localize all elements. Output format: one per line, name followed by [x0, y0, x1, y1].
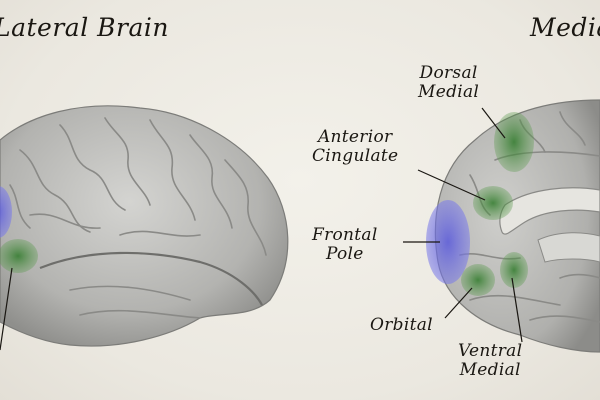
label-frontal-pole-line1: Frontal: [312, 225, 378, 245]
label-anterior-cingulate-line1: Anterior: [317, 127, 393, 147]
label-dorsal-medial: Dorsal Medial: [418, 64, 479, 101]
label-anterior-cingulate: Anterior Cingulate: [312, 128, 398, 165]
lateral-brain-title: Lateral Brain: [0, 13, 169, 42]
anterior-cingulate-highlight: [473, 186, 513, 220]
anterior-cingulate-pointer: [417, 169, 486, 201]
lateral-brain: [0, 105, 289, 351]
lateral-pointer-line: [0, 267, 13, 351]
label-anterior-cingulate-line2: Cingulate: [312, 145, 399, 166]
dorsal-medial-pointer: [481, 107, 506, 139]
ventral-medial-pointer: [511, 277, 523, 343]
ventral-medial-highlight: [500, 252, 528, 288]
label-dorsal-medial-line2: Medial: [418, 81, 480, 102]
dorsal-medial-highlight: [494, 112, 534, 172]
orbital-pointer: [444, 287, 473, 319]
medial-brain: [403, 99, 600, 353]
lateral-orbital-highlight: [0, 239, 38, 273]
lateral-frontal-pole-highlight: [0, 186, 12, 238]
label-ventral-medial: Ventral Medial: [458, 342, 522, 379]
label-frontal-pole: Frontal Pole: [312, 226, 378, 263]
label-frontal-pole-line2: Pole: [325, 243, 364, 264]
label-dorsal-medial-line1: Dorsal: [419, 63, 478, 83]
label-orbital: Orbital: [370, 315, 433, 335]
label-ventral-medial-line2: Medial: [459, 359, 521, 380]
medial-brain-title: Media: [530, 13, 600, 42]
orbital-highlight: [461, 264, 495, 296]
label-ventral-medial-line1: Ventral: [458, 341, 523, 361]
frontal-pole-highlight: [426, 200, 470, 284]
